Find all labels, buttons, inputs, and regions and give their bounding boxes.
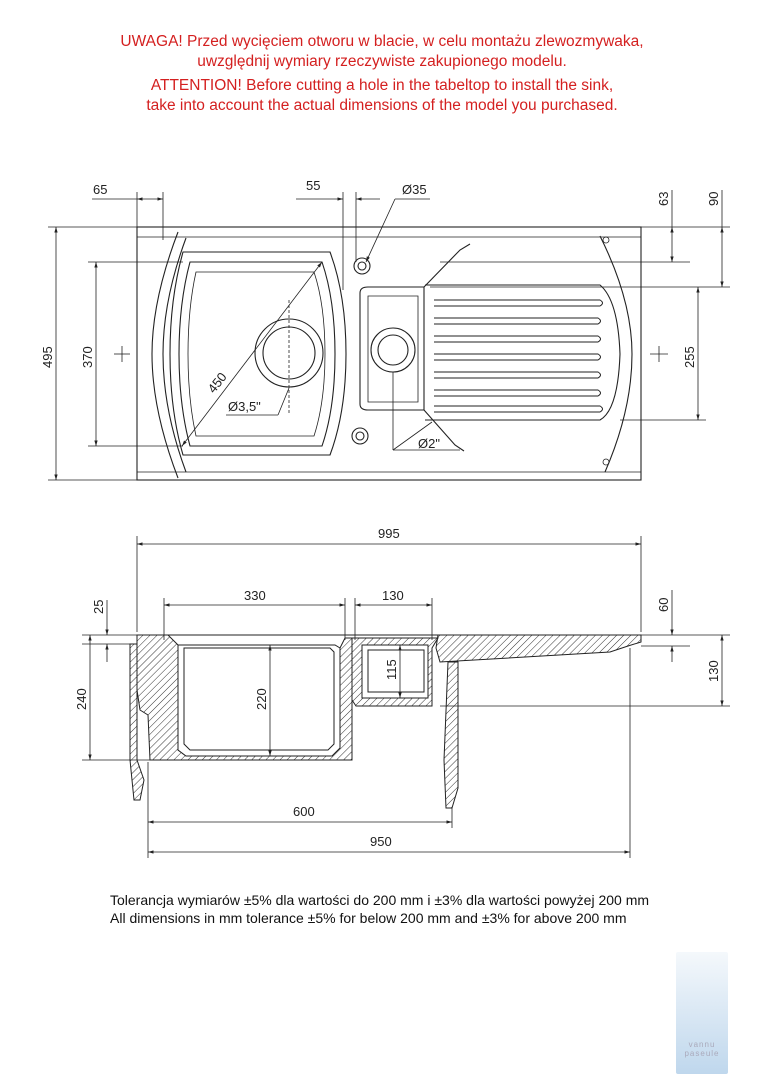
section-view: [129, 634, 642, 809]
watermark-line1: vannu: [688, 1040, 716, 1049]
top-view-labels: 65 55 Ø35 63 90 495 370 255 450 Ø3,5" Ø2…: [40, 178, 721, 451]
section-labels: 995 330 130 25 60 240 220 115 130 600 95…: [74, 526, 721, 849]
dim-60: 60: [656, 598, 671, 612]
dim-25: 25: [91, 600, 106, 614]
faucet-hole: [353, 257, 371, 275]
warning-polish: UWAGA! Przed wycięciem otworu w blacie, …: [0, 32, 764, 72]
warning-en-line1: ATTENTION! Before cutting a hole in the …: [150, 77, 614, 94]
top-view: [136, 226, 642, 481]
watermark-logo: [676, 952, 728, 1074]
drainer-board: [425, 284, 621, 421]
dim-370: 370: [80, 346, 95, 368]
dim-65: 65: [93, 182, 107, 197]
section-dimensions: [82, 536, 730, 858]
dim-220: 220: [254, 688, 269, 710]
dim-63: 63: [656, 192, 671, 206]
top-view-dimensions: [48, 190, 730, 481]
warning-pl-line2: uwzględnij wymiary rzeczywiste zakupione…: [197, 53, 567, 70]
dim-90: 90: [706, 192, 721, 206]
dim-330: 330: [244, 588, 266, 603]
dim-240: 240: [74, 688, 89, 710]
dim-600: 600: [293, 804, 315, 819]
dim-drain-35: Ø3,5": [228, 399, 261, 414]
dim-255: 255: [682, 346, 697, 368]
section-drainer: [435, 634, 642, 663]
dim-130-top: 130: [382, 588, 404, 603]
tolerance-polish: Tolerancja wymiarów ±5% dla wartości do …: [110, 892, 650, 908]
tolerance-english: All dimensions in mm tolerance ±5% for b…: [110, 910, 627, 926]
dim-hole-35: Ø35: [402, 182, 427, 197]
dim-130-side: 130: [706, 660, 721, 682]
dim-drain-2: Ø2": [418, 436, 440, 451]
warning-english: ATTENTION! Before cutting a hole in the …: [0, 76, 764, 116]
drainer-grooves: [434, 299, 603, 413]
dim-495: 495: [40, 346, 55, 368]
warning-pl-line1: UWAGA! Przed wycięciem otworu w blacie, …: [120, 33, 644, 50]
dim-55: 55: [306, 178, 320, 193]
watermark-text: vannu paseule: [676, 1040, 728, 1058]
dim-995: 995: [378, 526, 400, 541]
sink-outline: [136, 226, 642, 481]
dim-450: 450: [205, 370, 230, 396]
dim-950: 950: [370, 834, 392, 849]
warning-en-line2: take into account the actual dimensions …: [146, 97, 618, 114]
watermark-line2: paseule: [684, 1049, 720, 1058]
dim-115: 115: [384, 659, 399, 680]
main-bowl: [169, 251, 347, 456]
